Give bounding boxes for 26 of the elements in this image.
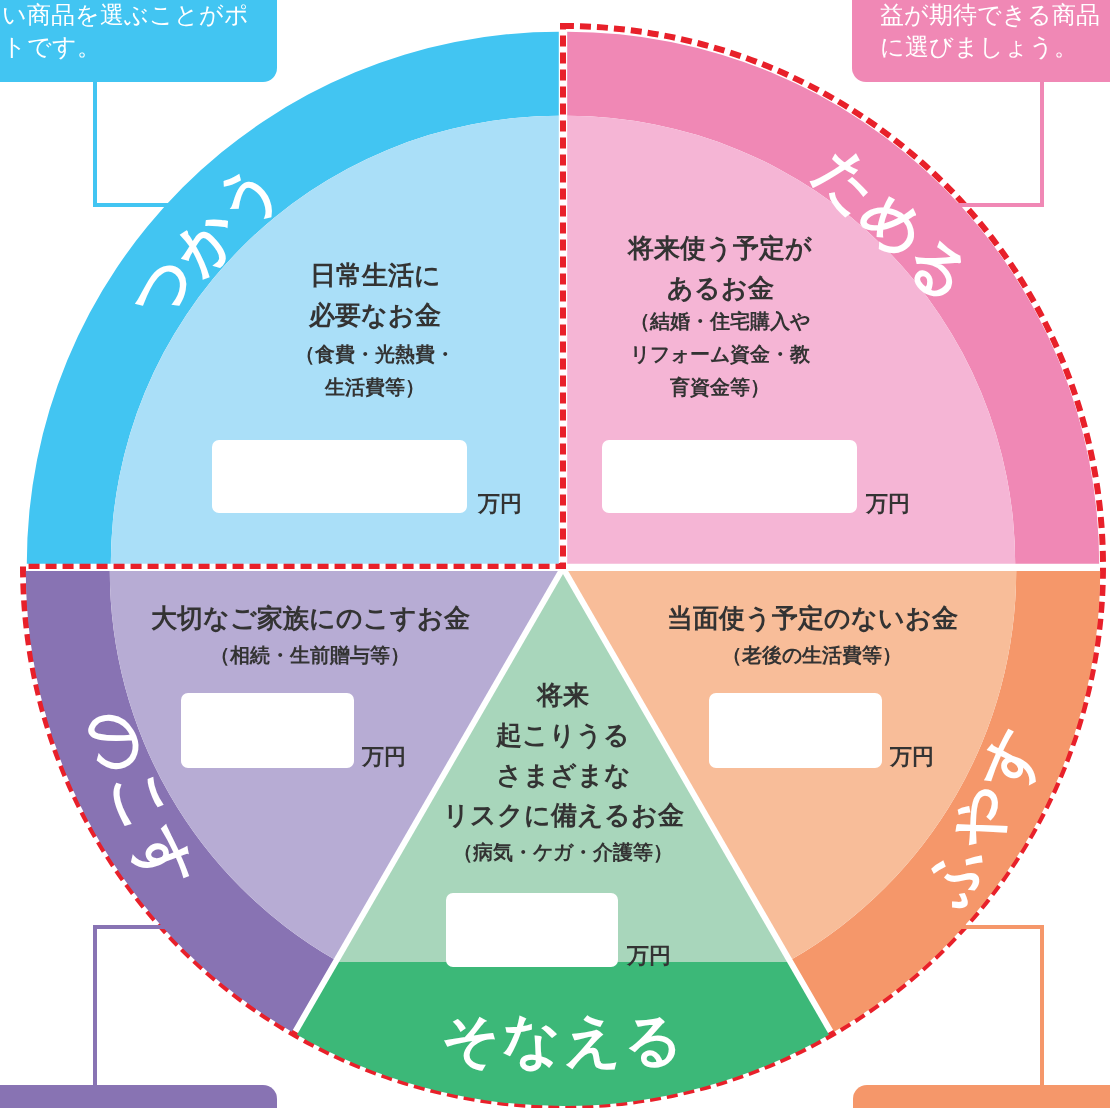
sector-heading: 当面使う予定のないお金 bbox=[665, 602, 959, 635]
sector-description: （老後の生活費等） bbox=[721, 642, 903, 669]
unit-label: 万円 bbox=[890, 746, 934, 768]
sector-title: のこす bbox=[78, 701, 206, 899]
callout-box bbox=[0, 1085, 277, 1108]
callout-box bbox=[852, 0, 1110, 82]
sector-heading: 大切なご家族にのこすお金 bbox=[149, 602, 471, 635]
sector-heading: 将来起こりうるさまざまなリスクに備えるお金 bbox=[441, 679, 685, 832]
sector-description: （病気・ケガ・介護等） bbox=[452, 839, 674, 866]
unit-label: 万円 bbox=[478, 493, 522, 515]
callout-text: い商品を選ぶことがポ bbox=[2, 0, 249, 30]
callout-box bbox=[853, 1085, 1110, 1108]
callout-text: トです。 bbox=[2, 32, 101, 62]
sector-description: （相続・生前贈与等） bbox=[209, 642, 411, 669]
unit-label: 万円 bbox=[362, 746, 406, 768]
sector-heading: 日常生活に必要なお金 bbox=[308, 259, 442, 332]
leader-line bbox=[955, 82, 1044, 207]
sector-heading: 将来使う予定があるお金 bbox=[626, 232, 813, 305]
callout-text: に選びましょう。 bbox=[880, 32, 1078, 62]
sector-title: つかう bbox=[119, 149, 291, 331]
callout-text: 益が期待できる商品 bbox=[880, 0, 1100, 30]
sector-description: （食費・光熱費・生活費等） bbox=[294, 341, 456, 401]
unit-label: 万円 bbox=[627, 945, 671, 967]
sector-description: （結婚・住宅購入やリフォーム資金・教育資金等） bbox=[629, 308, 811, 401]
unit-label: 万円 bbox=[866, 493, 910, 515]
callout-box bbox=[0, 0, 277, 82]
